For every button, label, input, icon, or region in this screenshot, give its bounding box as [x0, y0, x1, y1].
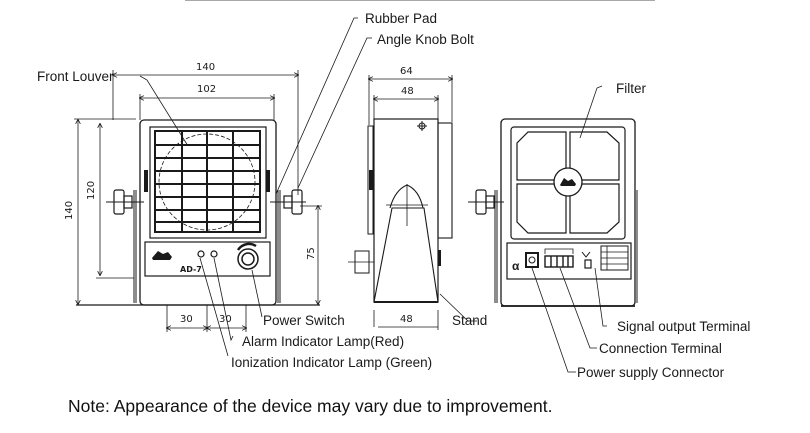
rear-view: α — [468, 118, 638, 307]
control-panel — [144, 241, 271, 277]
rear-panel — [506, 242, 632, 280]
power-supply-connector — [525, 252, 539, 268]
side-power-switch — [348, 250, 374, 274]
top-rule — [185, 0, 655, 1]
dim-base-spacing-2: 30 — [219, 314, 232, 325]
label-front-louver: Front Louver — [37, 69, 114, 84]
label-alarm-lamp: Alarm Indicator Lamp(Red) — [242, 334, 404, 349]
disclaimer-note: Note: Appearance of the device may vary … — [68, 396, 553, 416]
side-dimension-lines — [369, 75, 452, 330]
filter-frame — [510, 126, 626, 240]
label-angle-knob-bolt: Angle Knob Bolt — [377, 32, 474, 47]
label-stand: Stand — [452, 313, 487, 328]
angle-knob-rear — [468, 189, 504, 215]
connection-terminal — [544, 248, 574, 268]
angle-knob-left — [106, 189, 144, 215]
rear-body — [500, 118, 636, 307]
side-filter-cover — [437, 122, 453, 239]
label-power-switch: Power Switch — [263, 313, 345, 328]
ionization-lamp — [197, 250, 205, 258]
filter — [516, 131, 620, 234]
side-tab-right — [266, 170, 270, 192]
label-power-supply-connector: Power supply Connector — [577, 365, 725, 380]
side-body — [373, 118, 439, 303]
front-louver-grid — [154, 130, 261, 233]
angle-knob-right — [270, 189, 306, 215]
leader-lines — [139, 17, 607, 373]
side-tab — [438, 250, 441, 266]
dim-front-width-inner: 102 — [197, 84, 216, 95]
label-rubber-pad: Rubber Pad — [365, 11, 437, 26]
side-view: 64 48 48 — [348, 66, 452, 330]
dim-front-width-outer: 140 — [196, 62, 215, 73]
dim-side-depth-inner: 48 — [401, 86, 414, 97]
rubber-pad — [369, 170, 373, 190]
label-ionization-lamp: Ionization Indicator Lamp (Green) — [231, 355, 432, 370]
label-signal-output-terminal: Signal output Terminal — [617, 319, 750, 334]
signal-output-terminal — [581, 251, 592, 269]
dim-base-spacing-1: 30 — [180, 314, 193, 325]
label-filter: Filter — [616, 81, 647, 96]
alarm-lamp — [210, 250, 218, 258]
label-connection-terminal: Connection Terminal — [599, 341, 722, 356]
logo-icon — [152, 251, 172, 260]
angle-knob-bolt-icon — [417, 121, 427, 131]
stand — [373, 184, 439, 303]
spec-table — [600, 245, 629, 271]
dimension-lines — [74, 70, 322, 332]
ce-mark: α — [512, 259, 520, 273]
dim-knob-height: 75 — [306, 247, 317, 260]
dim-front-height-inner: 120 — [86, 181, 97, 200]
dim-side-depth-outer: 64 — [400, 66, 413, 77]
dim-front-height-outer: 140 — [64, 201, 75, 220]
side-tab-left — [144, 170, 148, 192]
model-label: AD-7 — [180, 265, 202, 274]
front-view: AD-7 — [64, 62, 322, 332]
power-switch-knob — [236, 242, 259, 270]
dim-stand-width: 48 — [400, 314, 413, 325]
